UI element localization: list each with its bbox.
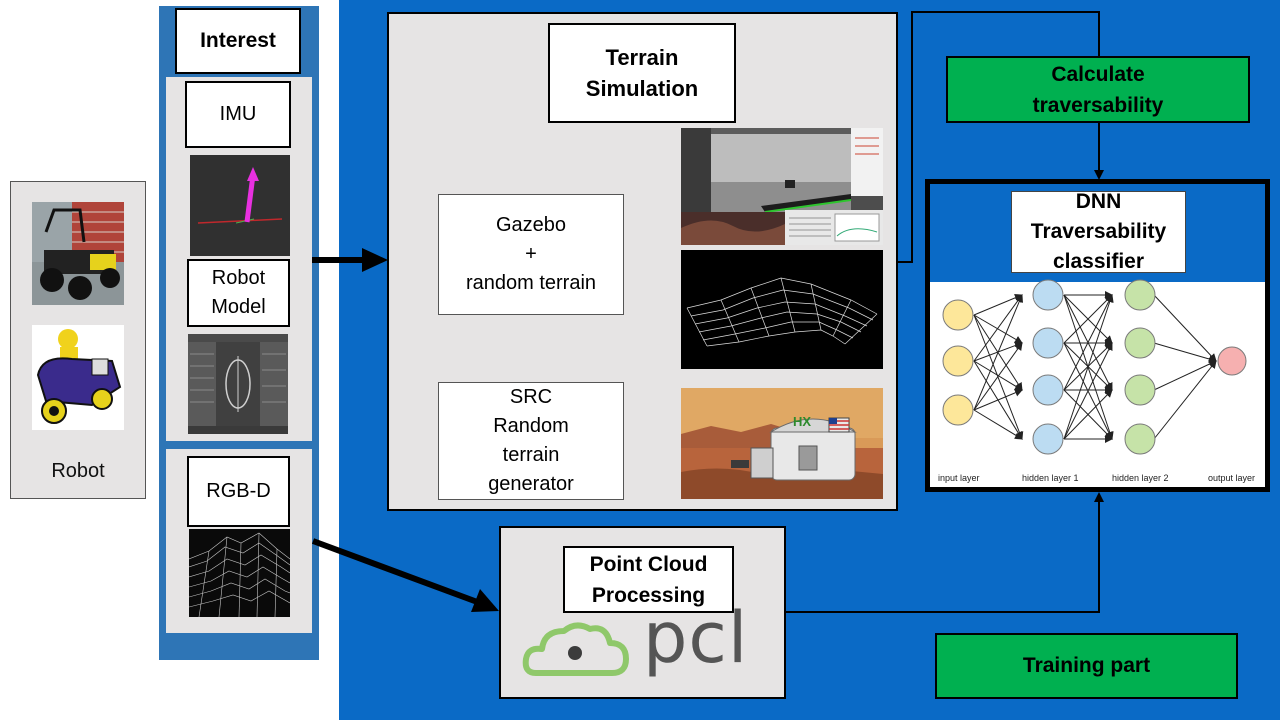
layer-label-hidden1: hidden layer 1 xyxy=(1022,473,1079,483)
layer-label-hidden2: hidden layer 2 xyxy=(1112,473,1169,483)
dnn-classifier-title: DNN Traversability classifier xyxy=(1011,191,1186,273)
neural-network-diagram: input layer hidden layer 1 hidden layer … xyxy=(938,279,1255,483)
random-terrain-wireframe xyxy=(681,250,883,369)
robot-image-2 xyxy=(32,325,124,430)
pcl-cloud-icon xyxy=(522,622,629,676)
gazebo-screenshot xyxy=(681,128,883,245)
robot-image-1 xyxy=(32,202,124,305)
interest-title: Interest xyxy=(175,8,301,74)
robot-model-screenshot xyxy=(188,334,288,434)
training-part-box: Training part xyxy=(935,633,1238,699)
imu-label: IMU xyxy=(185,81,291,148)
pcl-logo-text: pcl xyxy=(643,597,749,679)
mars-base-image: HX xyxy=(681,388,883,499)
rgbd-depth-image xyxy=(189,529,290,617)
imu-visualization xyxy=(190,155,290,256)
src-terrain-label: SRC Random terrain generator xyxy=(438,382,624,500)
rgbd-label: RGB-D xyxy=(187,456,290,527)
layer-label-input: input layer xyxy=(938,473,980,483)
layer-label-output: output layer xyxy=(1208,473,1255,483)
terrain-simulation-title: Terrain Simulation xyxy=(548,23,736,123)
network-diagram-area xyxy=(930,282,1265,487)
robot-panel: Robot xyxy=(10,181,146,499)
calculate-traversability-box: Calculate traversability xyxy=(946,56,1250,123)
robot-model-label: Robot Model xyxy=(187,259,290,327)
point-cloud-title: Point Cloud Processing xyxy=(563,546,734,613)
robot-label: Robot xyxy=(51,460,105,482)
svg-text:HX: HX xyxy=(793,414,811,429)
gazebo-label: Gazebo + random terrain xyxy=(438,194,624,315)
